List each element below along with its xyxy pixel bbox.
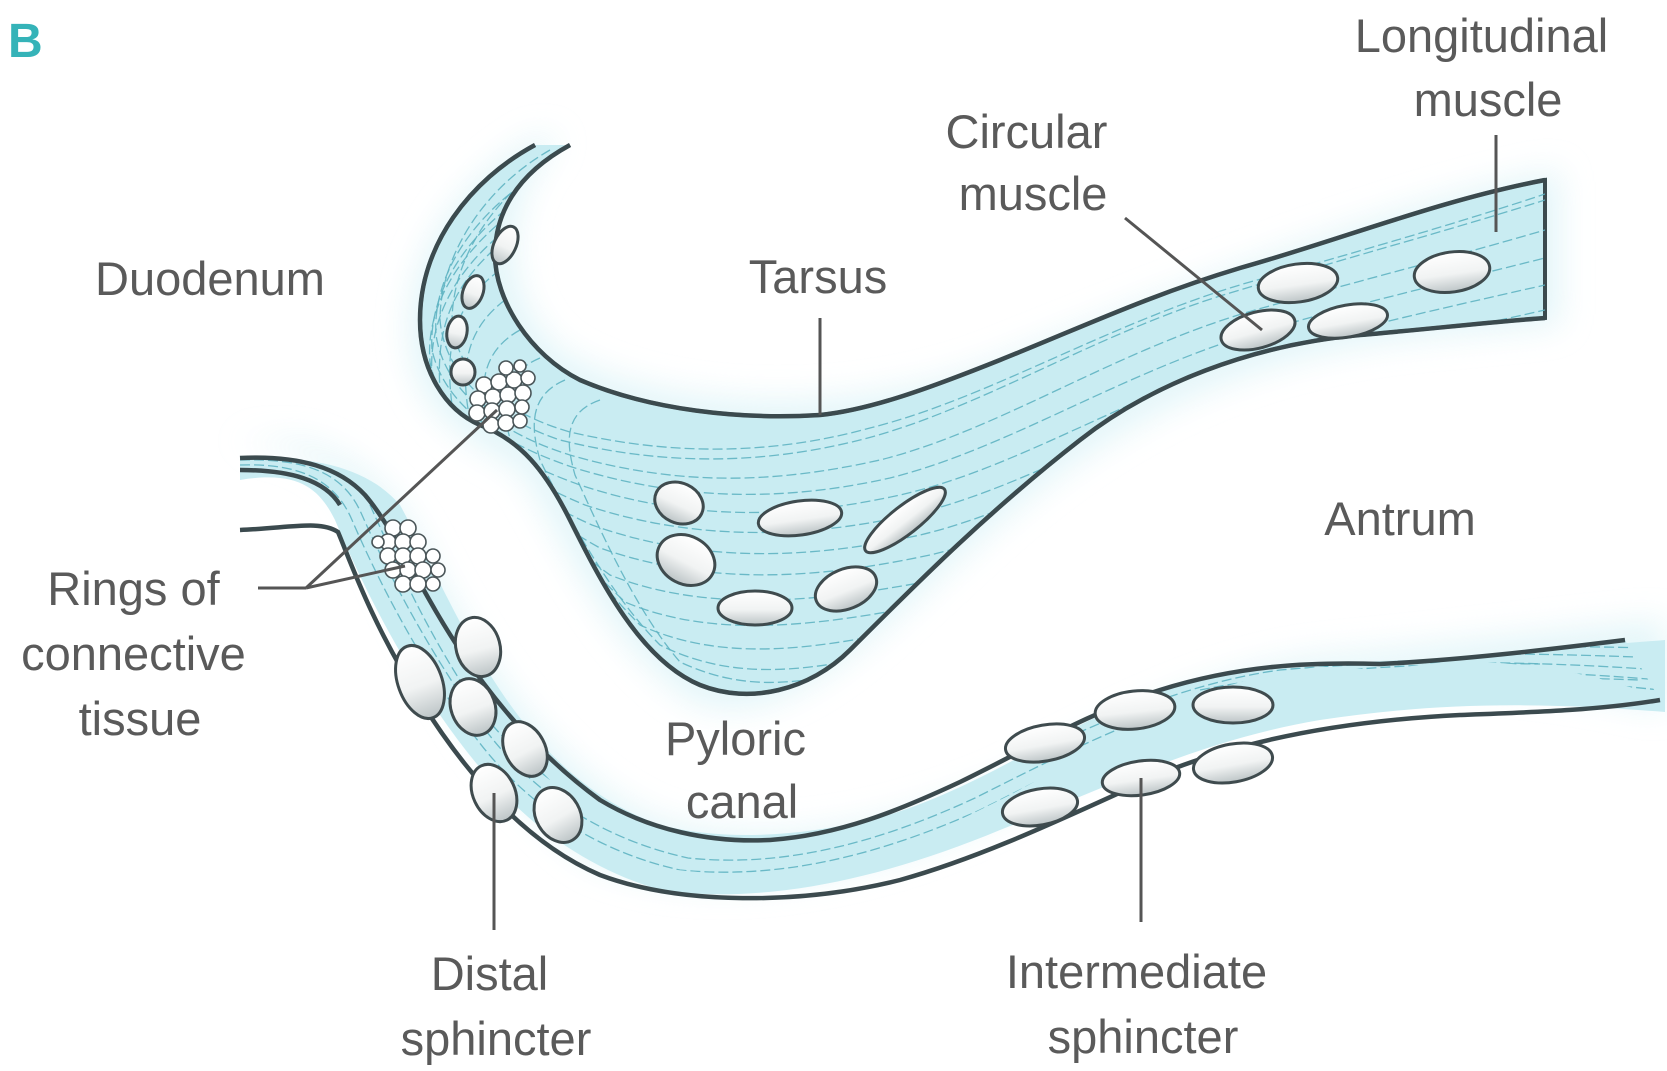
label-pyloric-canal-line2: canal: [686, 775, 798, 828]
panel-letter: B: [8, 15, 43, 68]
label-intermediate-sphincter-line2: sphincter: [1048, 1010, 1239, 1063]
nucleus: [718, 591, 792, 625]
nucleus: [1193, 687, 1273, 723]
label-duodenum: Duodenum: [95, 252, 325, 305]
label-distal-sphincter: Distal sphincter: [401, 947, 592, 1065]
label-distal-sphincter-line2: sphincter: [401, 1012, 592, 1065]
label-circular-muscle: Circular muscle: [946, 105, 1121, 220]
label-rings-line2: connective: [21, 627, 246, 680]
label-circular-muscle-line1: Circular: [946, 105, 1108, 158]
label-longitudinal-muscle: Longitudinal muscle: [1355, 9, 1622, 126]
nucleus: [451, 359, 475, 385]
label-circular-muscle-line2: muscle: [959, 167, 1108, 220]
label-rings-line3: tissue: [79, 692, 202, 745]
label-distal-sphincter-line1: Distal: [431, 947, 549, 1000]
label-rings-line1: Rings of: [47, 562, 220, 615]
label-antrum: Antrum: [1324, 492, 1476, 545]
label-intermediate-sphincter: Intermediate sphincter: [1006, 945, 1280, 1063]
label-intermediate-sphincter-line1: Intermediate: [1006, 945, 1267, 998]
label-pyloric-canal-line1: Pyloric: [665, 712, 806, 765]
label-longitudinal-muscle-line2: muscle: [1414, 73, 1563, 126]
label-rings-of-connective-tissue: Rings of connective tissue: [21, 562, 259, 745]
label-longitudinal-muscle-line1: Longitudinal: [1355, 9, 1609, 62]
label-tarsus: Tarsus: [749, 250, 887, 303]
label-pyloric-canal: Pyloric canal: [665, 712, 819, 828]
